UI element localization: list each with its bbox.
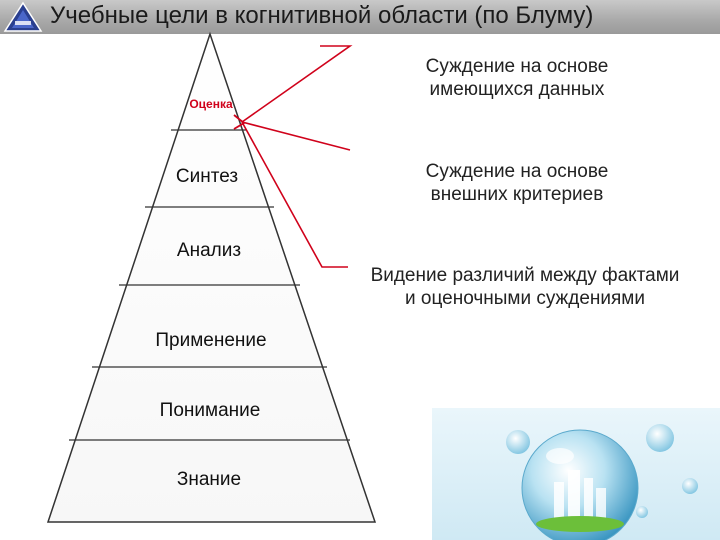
- level-label-knowledge: Знание: [176, 469, 242, 490]
- pyramid-logo-icon: [3, 1, 43, 32]
- description-2: Суждение на основе внешних критериев: [425, 161, 609, 205]
- description-1: Суждение на основе имеющихся данных: [425, 56, 609, 100]
- description-3: Видение различий между фактами и оценочн…: [370, 265, 680, 309]
- level-label-synthesis: Синтез: [175, 166, 239, 187]
- connector-line: [241, 45, 353, 123]
- connector-line: [241, 121, 351, 151]
- header-bar: Учебные цели в когнитивной области (по Б…: [0, 0, 720, 34]
- level-label-analysis: Анализ: [176, 240, 242, 261]
- glass-globe-city-icon: [432, 408, 720, 540]
- connector-arrow: [233, 114, 246, 130]
- connector-line: [241, 121, 348, 268]
- level-label-comprehension: Понимание: [159, 400, 261, 421]
- page-title: Учебные цели в когнитивной области (по Б…: [50, 2, 594, 29]
- pyramid-outline: [46, 31, 377, 523]
- level-label-application: Применение: [155, 330, 267, 351]
- level-label-evaluation: Оценка: [189, 97, 233, 111]
